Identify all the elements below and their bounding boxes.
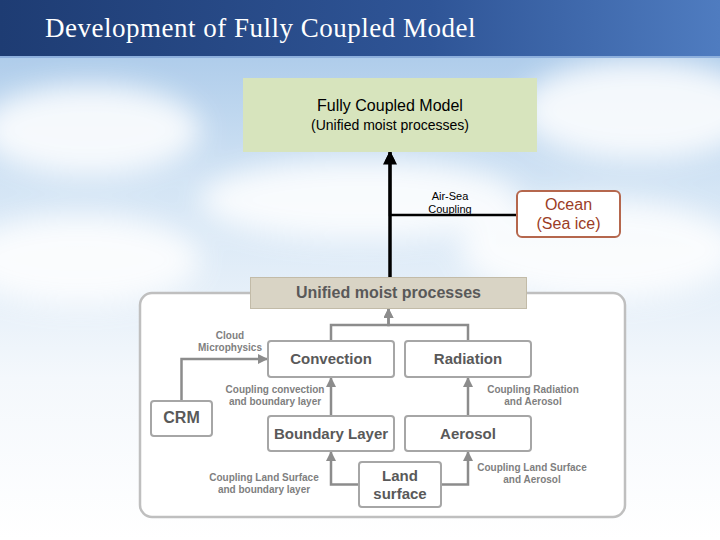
process-box: Aerosol <box>404 415 532 452</box>
box-label: Land surface <box>370 467 430 502</box>
connector-label: Coupling Land Surface and boundary layer <box>206 472 322 495</box>
model-box: Fully Coupled Model(Unified moist proces… <box>243 78 537 152</box>
connector-label: Cloud Microphysics <box>194 330 266 353</box>
box-label: Convection <box>290 350 372 367</box>
process-box: Boundary Layer <box>267 415 395 452</box>
connector-arrow <box>389 309 469 340</box>
connector-arrow <box>467 378 470 415</box>
box-label: CRM <box>163 409 199 427</box>
process-box: CRM <box>150 400 213 437</box>
connector-arrow <box>388 152 392 277</box>
connector-arrow <box>442 452 468 485</box>
connector-arrow <box>390 152 516 215</box>
process-box: Convection <box>267 340 395 378</box>
box-label: Boundary Layer <box>274 425 388 442</box>
clouds <box>0 60 720 305</box>
box-label: Fully Coupled Model <box>317 96 463 115</box>
box-sublabel: (Unified moist processes) <box>311 116 469 134</box>
box-label: Radiation <box>434 350 502 367</box>
title-bar-edge <box>0 56 720 58</box>
connector-arrow <box>330 378 333 415</box>
process-box: Radiation <box>404 340 532 378</box>
connector-label: Coupling Radiation and Aerosol <box>481 384 585 407</box>
slide-title: Development of Fully Coupled Model <box>45 13 476 44</box>
connector-label: Air-Sea Coupling <box>415 190 485 215</box>
process-box: Land surface <box>358 461 442 508</box>
process-band: Unified moist processes <box>250 277 527 309</box>
title-bar <box>0 0 720 58</box>
connector-arrow <box>331 309 389 340</box>
box-label: Aerosol <box>440 425 496 442</box>
connector-label: Coupling convection and boundary layer <box>222 384 328 407</box>
connector-arrow <box>331 452 358 485</box>
group-frame <box>140 293 625 517</box>
box-label: Ocean (Sea ice) <box>530 195 608 233</box>
connector-label: Coupling Land Surface and Aerosol <box>476 462 588 485</box>
box-label: Unified moist processes <box>296 284 481 302</box>
ocean-box: Ocean (Sea ice) <box>516 190 621 238</box>
